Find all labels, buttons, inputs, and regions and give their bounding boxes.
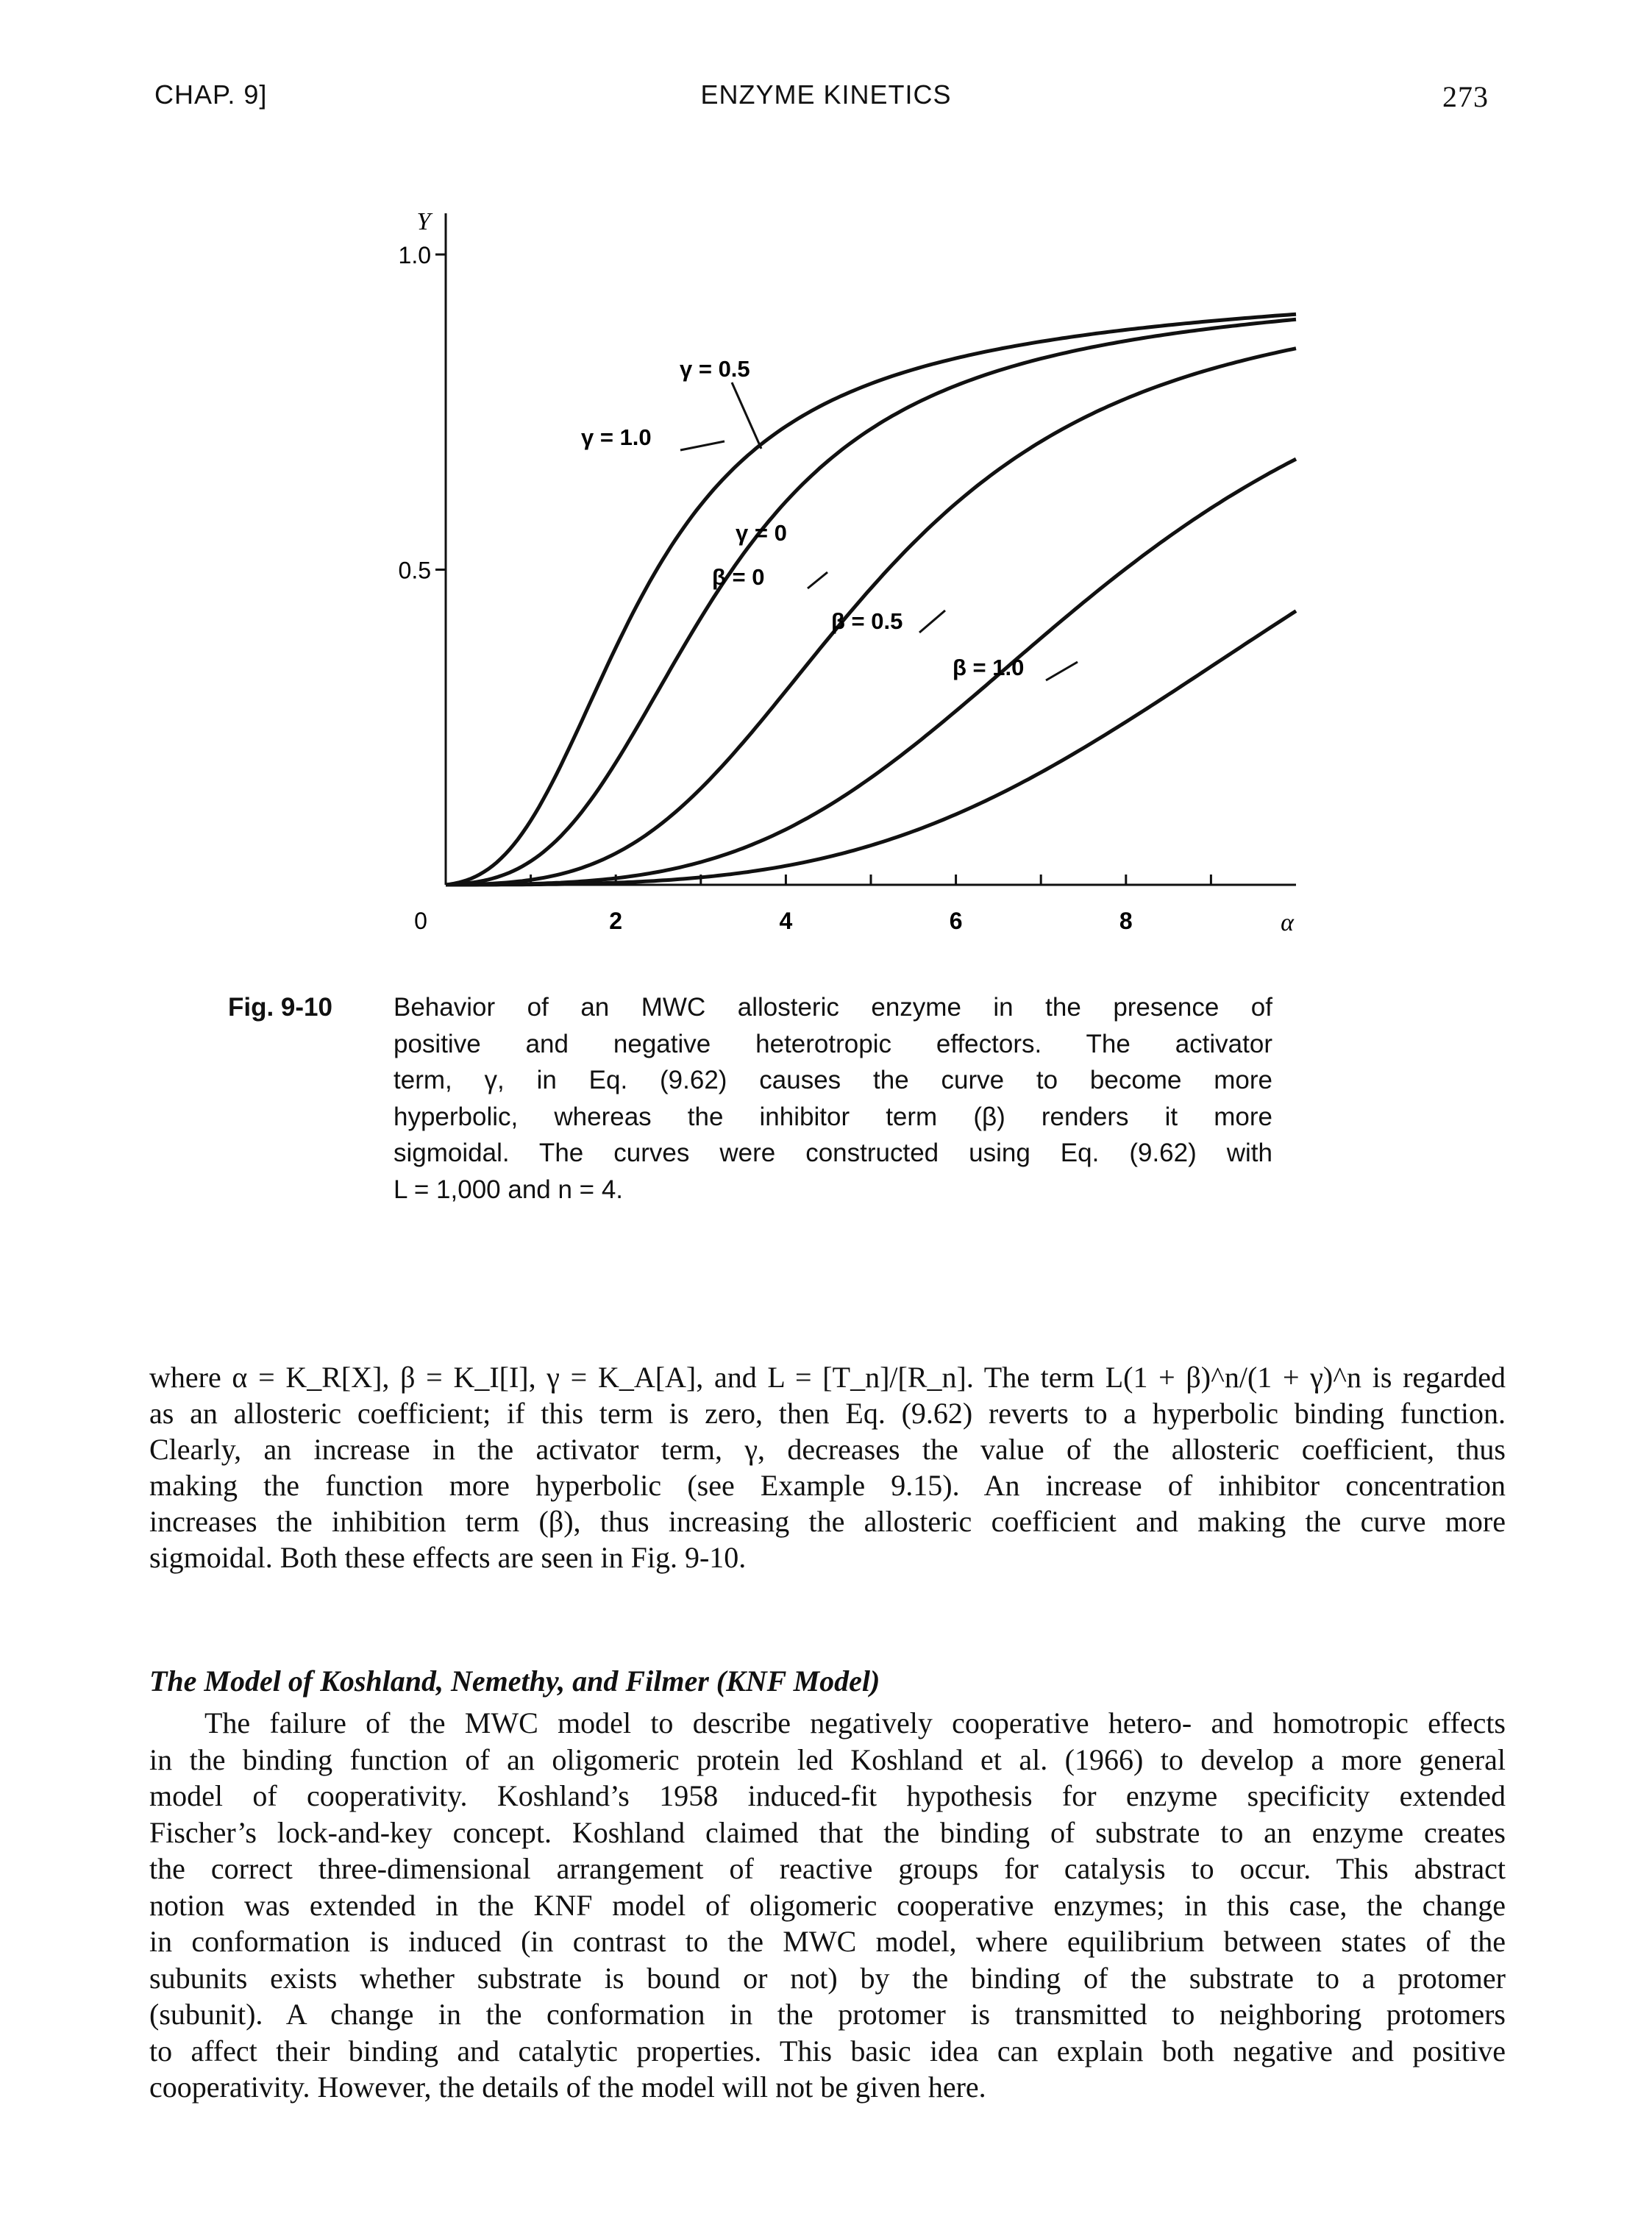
page-number: 273 [1442,80,1489,113]
y-axis-label: Y [417,208,433,235]
running-head-title: ENZYME KINETICS [700,79,952,110]
caption-line: term, γ, in Eq. (9.62) causes the curve … [394,1066,1272,1094]
knf-paragraph: The failure of the MWC model to describe… [149,1705,1506,2106]
curve-series-0 [445,312,1297,887]
leader-beta-1.0 [1045,660,1078,682]
caption-line: L = 1,000 and n = 4. [394,1175,624,1204]
figure-caption-label: Fig. 9-10 [228,993,332,1022]
paragraph-line: Fischer’s lock-and-key concept. Koshland… [149,1815,1506,1849]
x-tick-label: 0 [414,908,427,934]
paragraph-line: the correct three-dimensional arrangemen… [149,1852,1506,1885]
curve-series-4 [446,609,1297,887]
paragraph-line: to affect their binding and catalytic pr… [149,2034,1506,2068]
paragraph-line: model of cooperativity. Koshland’s 1958 … [149,1779,1506,1812]
leader-beta-0.5 [919,609,946,634]
paragraph-line: cooperativity. However, the details of t… [149,2070,986,2104]
running-head-chapter: CHAP. 9] [154,79,268,110]
paragraph-line: as an allosteric coefficient; if this te… [149,1397,1506,1430]
figure-caption: Fig. 9-10 Behavior of an MWC allosteric … [228,989,1272,1208]
paragraph-line: in the binding function of an oligomeric… [149,1742,1506,1776]
curve-series-2 [446,346,1297,887]
chart-axes [435,213,1296,886]
paragraph-line: (subunit). A change in the conformation … [149,1998,1506,2031]
x-tick-label: 4 [780,908,793,934]
paragraph-line: where α = K_R[X], β = K_I[I], γ = K_A[A]… [149,1361,1506,1394]
x-tick-label: 8 [1119,908,1133,934]
annotation-beta-0.5: β = 0.5 [831,608,902,634]
chart-curves [445,312,1297,887]
paragraph-line: Clearly, an increase in the activator te… [149,1433,1506,1466]
caption-line: sigmoidal. The curves were constructed u… [394,1139,1272,1167]
chart-labels: 0.5 1.0 0 2 4 6 8 α Yγ = 0.5 γ = 1.0 γ = 0 β = 0 β =… [399,208,1295,936]
y-tick-label: 0.5 [399,558,431,584]
leader-beta-0 [807,571,828,590]
annotation-beta-0: β = 0 [712,564,765,590]
caption-line: hyperbolic, whereas the inhibitor term (… [394,1102,1272,1131]
section-heading: The Model of Koshland, Nemethy, and Film… [149,1664,880,1698]
body-paragraph: where α = K_R[X], β = K_I[I], γ = K_A[A]… [149,1359,1506,1575]
leader-gamma-0.5 [730,382,763,449]
x-tick-label: 6 [950,908,963,934]
curve-series-1 [445,317,1297,887]
paragraph-line: subunits exists whether substrate is bou… [149,1961,1506,1995]
paragraph-line: making the function more hyperbolic (see… [149,1469,1506,1502]
curve-series-3 [446,457,1297,887]
caption-line: positive and negative heterotropic effec… [394,1029,1272,1058]
paragraph-line: sigmoidal. Both these effects are seen i… [149,1541,747,1574]
annotation-gamma-0: γ = 0 [736,520,787,546]
mwc-binding-chart: 0.5 1.0 0 2 4 6 8 α Yγ = 0.5 γ = 1.0 γ = 0 β = 0 β =… [399,208,1297,936]
annotation-gamma-0.5: γ = 0.5 [680,356,750,382]
caption-line: Behavior of an MWC allosteric enzyme in … [394,993,1272,1022]
y-tick-label: 1.0 [399,242,431,268]
leader-gamma-1.0 [680,440,725,452]
paragraph-line: notion was extended in the KNF model of … [149,1888,1506,1922]
annotation-beta-1.0: β = 1.0 [953,655,1024,680]
x-tick-label: 2 [609,908,622,934]
annotation-gamma-1.0: γ = 1.0 [581,424,652,450]
x-axis-label: α [1281,909,1295,936]
paragraph-line: in conformation is induced (in contrast … [149,1925,1506,1958]
paragraph-line: The failure of the MWC model to describe… [204,1706,1506,1739]
paragraph-line: increases the inhibition term (β), thus … [149,1505,1506,1538]
